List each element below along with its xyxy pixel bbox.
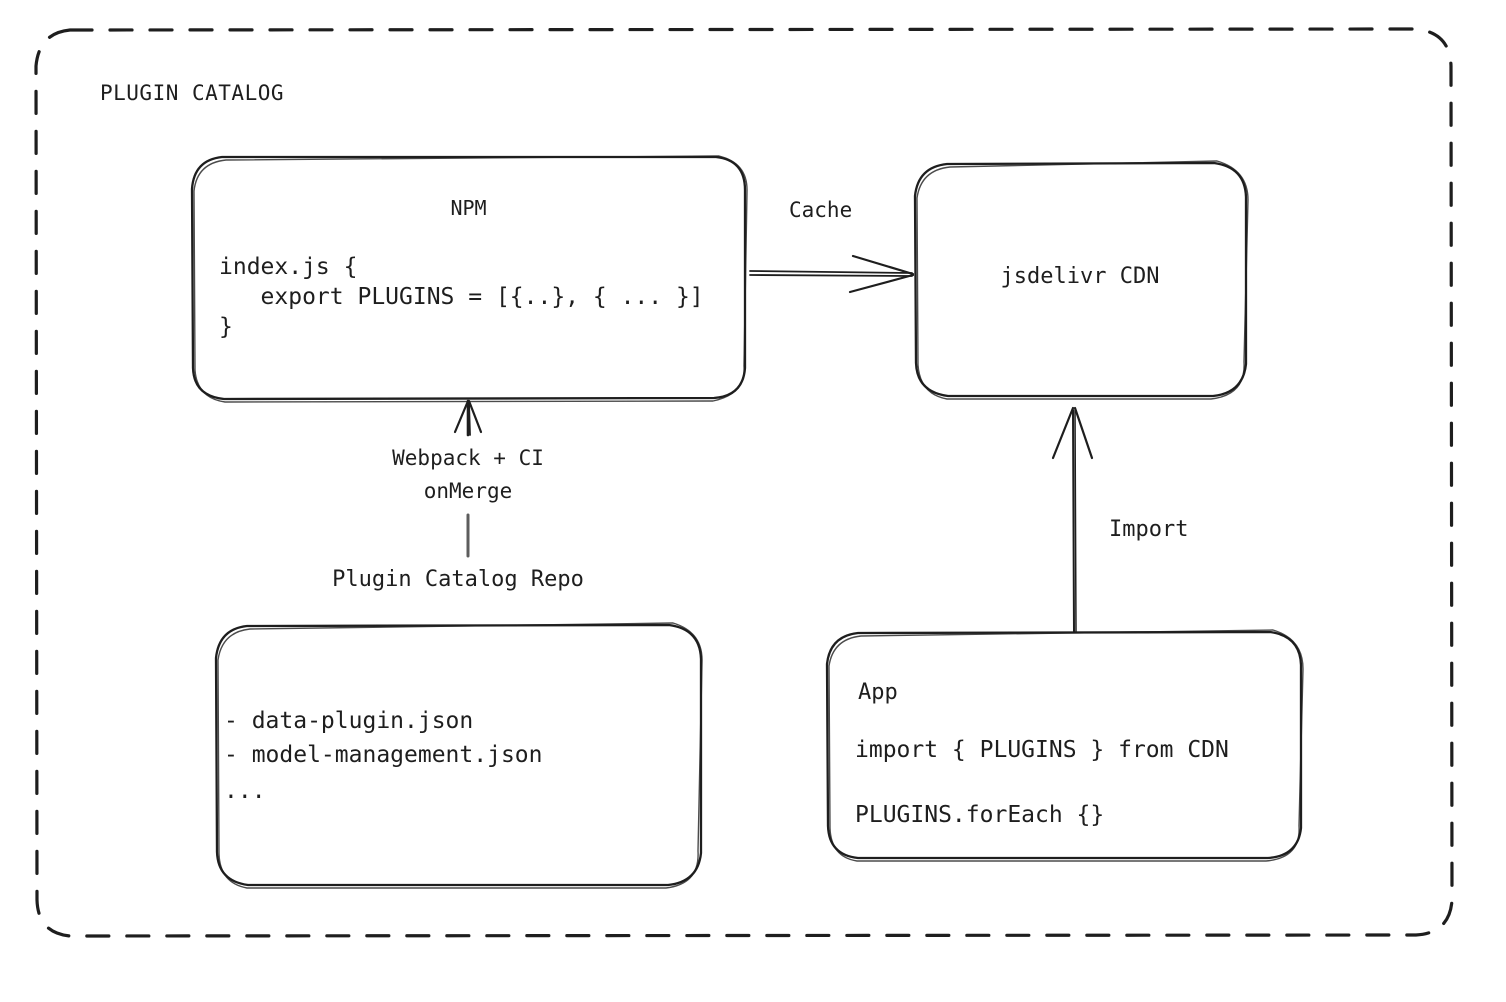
npm-code-line: export PLUGINS = [{..}, { ... }]: [219, 284, 704, 310]
npm-code-line: index.js {: [219, 254, 358, 280]
cdn-node[interactable]: [915, 163, 1246, 396]
repo-file-item: - data-plugin.json: [224, 708, 474, 734]
import-arrow: [1051, 406, 1094, 633]
repo-file-item: - model-management.json: [224, 742, 543, 768]
app-node-title: App: [858, 680, 898, 705]
npm-code-line: }: [219, 314, 233, 340]
npm-node-title: NPM: [450, 196, 487, 220]
repo-file-item: ...: [224, 778, 266, 804]
app-code-line: PLUGINS.forEach {}: [855, 802, 1105, 828]
cdn-node-label: jsdelivr CDN: [1000, 264, 1160, 289]
build-edge-label-line2: onMerge: [423, 479, 513, 503]
repo-node[interactable]: [216, 625, 701, 885]
cache-edge-label: Cache: [789, 198, 853, 222]
repo-node-caption: Plugin Catalog Repo: [332, 567, 584, 592]
app-node[interactable]: [827, 632, 1301, 858]
app-code-line: import { PLUGINS } from CDN: [855, 737, 1229, 763]
import-edge-label: Import: [1109, 517, 1189, 542]
cache-arrow: [749, 254, 915, 294]
group-title: PLUGIN CATALOG: [100, 81, 285, 105]
build-edge-label-line1: Webpack + CI: [392, 446, 544, 470]
npm-node[interactable]: [192, 157, 745, 399]
